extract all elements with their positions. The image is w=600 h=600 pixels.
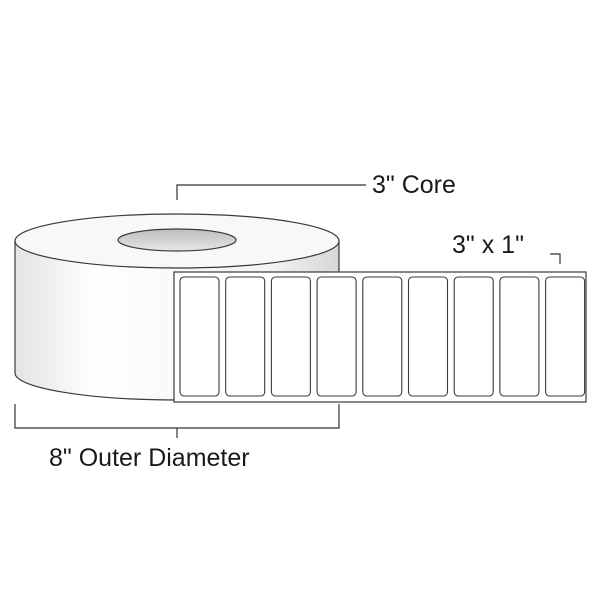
label-5: [362, 276, 403, 397]
core-label: 3" Core: [372, 171, 456, 199]
core-leader-line: [176, 184, 366, 200]
outer-diameter-label: 8" Outer Diameter: [49, 444, 250, 472]
labels-group: [179, 276, 586, 397]
label-7: [453, 276, 494, 397]
outer-diameter-bracket: [14, 404, 340, 429]
label-9: [545, 276, 586, 397]
core-hole: [117, 228, 237, 252]
label-2: [225, 276, 266, 397]
label-4: [316, 276, 357, 397]
label-8: [499, 276, 540, 397]
label-6: [407, 276, 449, 397]
label-1: [179, 276, 220, 397]
label-size-leader-line: [550, 253, 561, 264]
label-size-label: 3" x 1": [452, 231, 524, 259]
label-3: [270, 276, 311, 397]
